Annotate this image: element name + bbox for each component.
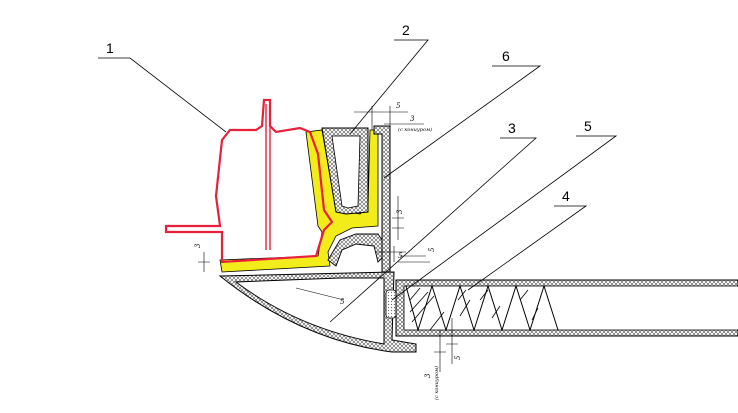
tube-inner: [331, 135, 361, 209]
dim-mid-3: 3: [396, 209, 404, 214]
leader-6: [383, 65, 542, 179]
frame-profile: [218, 271, 417, 353]
panel-core-zigzag: [405, 284, 559, 332]
leader-5: [391, 135, 618, 301]
callout-3: 3: [508, 120, 516, 136]
dim-mid-5-a: 5: [428, 247, 436, 252]
dimension-lines: [198, 106, 458, 372]
callout-6: 6: [502, 48, 510, 64]
callout-leaders: [98, 39, 618, 323]
dim-top-5: 5: [396, 102, 401, 110]
callout-2: 2: [402, 22, 410, 38]
red-seal-inner: [265, 104, 271, 250]
red-seal: [164, 98, 334, 264]
dim-diag-5: 5: [340, 298, 345, 306]
dim-bottom-3-note: (с кониуром): [433, 366, 440, 400]
rubber-block: [385, 289, 397, 319]
dim-top-3: 3: [410, 115, 415, 123]
leader-4: [467, 205, 588, 291]
sandwich-panel: [395, 279, 738, 337]
dim-low-5: 5: [454, 355, 462, 360]
dim-left-3: 3: [194, 243, 202, 248]
leader-2: [349, 39, 429, 135]
lower-channel-profile: [327, 233, 383, 267]
callout-4: 4: [562, 188, 570, 204]
dim-mid-5-b: 5: [398, 252, 403, 260]
dim-top-3-note: (с кониуром): [398, 126, 432, 133]
callout-1: 1: [106, 40, 114, 56]
callout-5: 5: [584, 118, 592, 134]
dim-bottom-3: 3: [424, 373, 432, 378]
leader-3: [329, 137, 538, 323]
leader-1: [98, 57, 227, 133]
